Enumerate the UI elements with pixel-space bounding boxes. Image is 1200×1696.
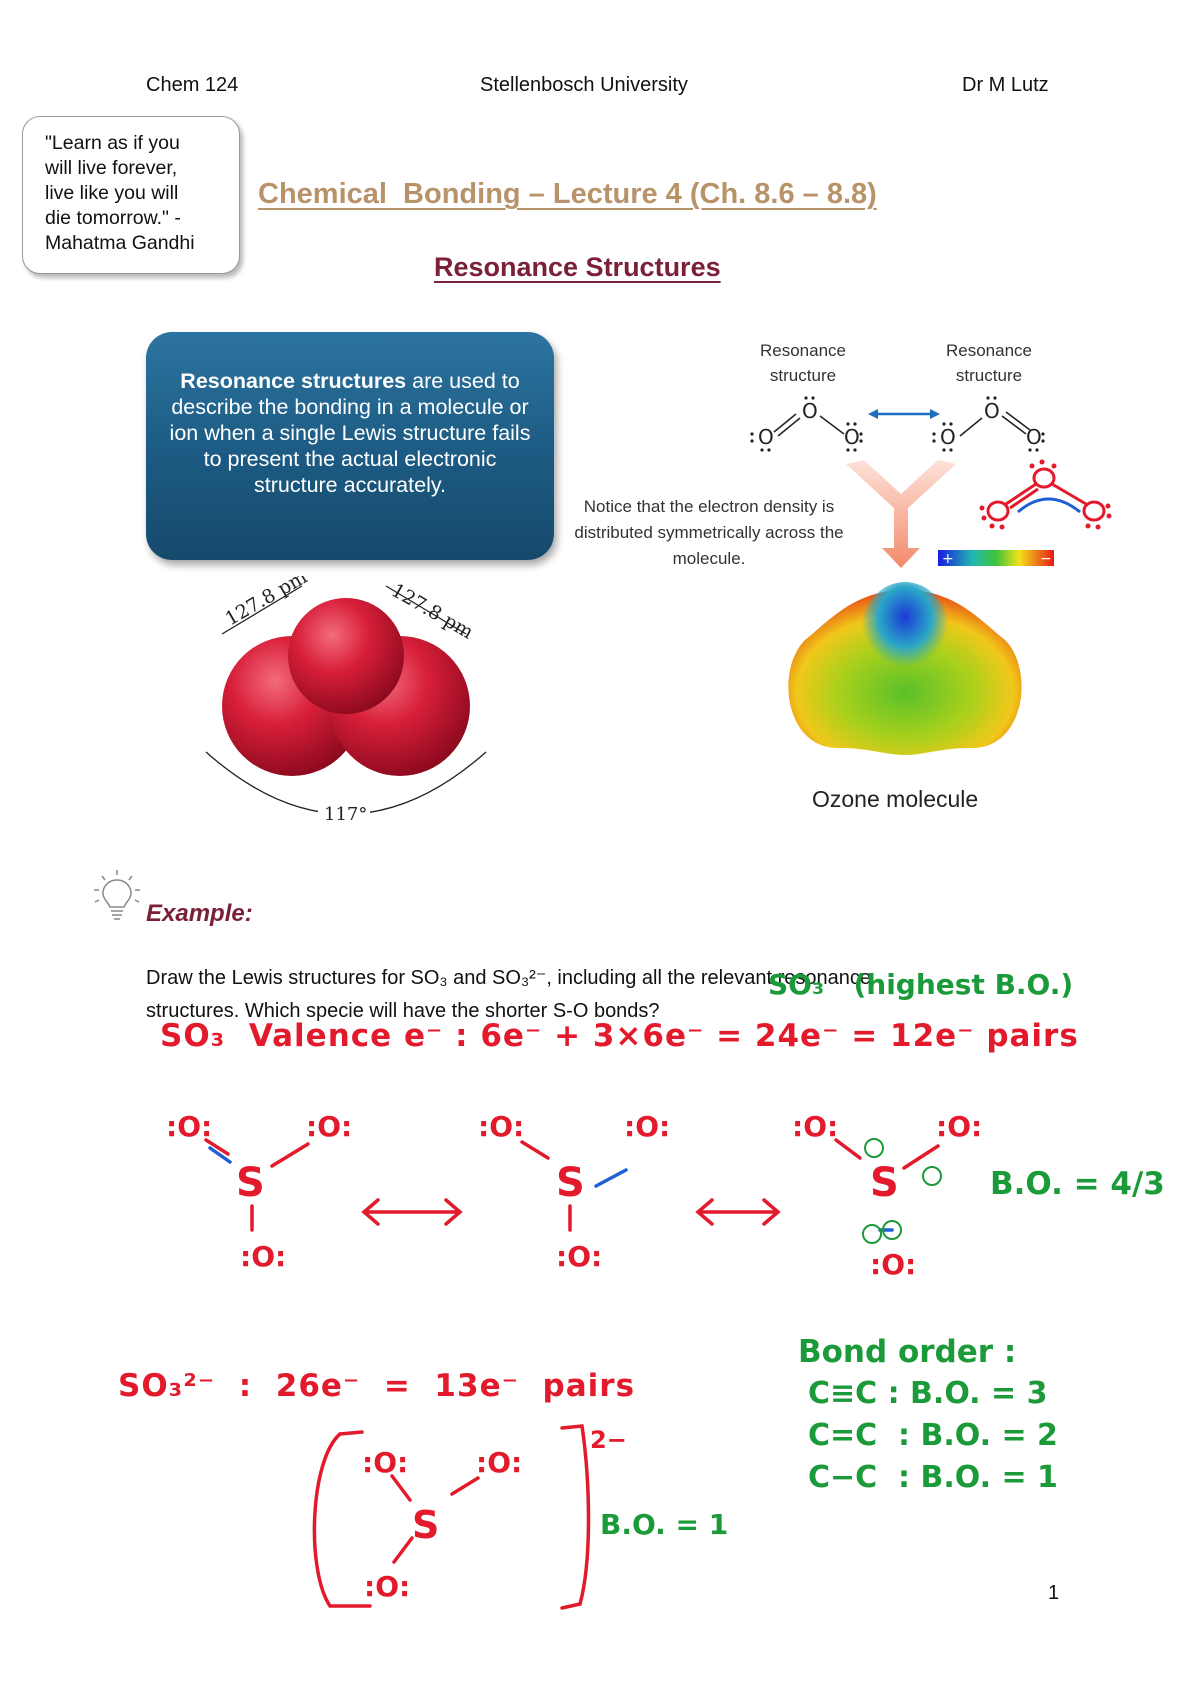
handwritten-so3-valence: SO₃ Valence e⁻ : 6e⁻ + 3×6e⁻ = 24e⁻ = 12… (160, 1018, 1079, 1054)
quote-line: "Learn as if you (45, 132, 180, 154)
so3-2-lewis-structure: :O: :O: S :O: (312, 1424, 591, 1610)
quote-line: will live forever, (45, 157, 178, 179)
sulfur-atom: S (870, 1160, 899, 1206)
resonance-label-line: Resonance (945, 341, 1032, 360)
handwritten-so3-2-count: SO₃²⁻ : 26e⁻ = 13e⁻ pairs (118, 1368, 636, 1404)
ozone-space-filling-model: 127.8 pm 127.8 pm 117° (205, 576, 487, 825)
handwritten-bond-order-line: C≡C : B.O. = 3 (808, 1376, 1048, 1411)
ozone-electron-density-map (788, 582, 1022, 755)
handwritten-bond-order-title: Bond order : (798, 1334, 1017, 1370)
example-question: Draw the Lewis structures for SO₃ and SO… (146, 962, 1006, 1028)
handwritten-bond-order-line: C=C : B.O. = 2 (808, 1418, 1058, 1453)
quote-line: Mahatma Gandhi (45, 232, 195, 254)
ozone-atom: O (844, 425, 860, 449)
scale-plus: + (942, 551, 954, 567)
ozone-resonance-diagram: O O O O O O (750, 396, 1045, 452)
bond-length-label: 127.8 pm (388, 579, 477, 643)
resonance-label-line: structure (955, 366, 1023, 385)
quote-line: die tomorrow." - (45, 207, 181, 229)
ozone-atom: O (1026, 425, 1042, 449)
oxygen-atom: :O: (240, 1240, 286, 1273)
definition-term: Resonance structures (180, 369, 407, 393)
oxygen-atom: :O: (624, 1110, 670, 1143)
ozone-atom: O (984, 399, 1000, 423)
section-title: Resonance Structures (434, 252, 721, 282)
question-line: Draw the Lewis structures for SO₃ and SO… (146, 967, 871, 989)
resonance-label-line: structure (769, 366, 837, 385)
ozone-atom: O (940, 425, 956, 449)
oxygen-atom: :O: (306, 1110, 352, 1143)
header-university: Stellenbosch University (480, 74, 688, 96)
so3-resonance-structures: S :O: :O: :O: S :O: :O: :O: S :O: :O: :O… (166, 1110, 982, 1281)
handwritten-charge: 2− (590, 1426, 627, 1454)
scale-minus: − (1040, 551, 1052, 567)
ozone-atom: O (758, 425, 774, 449)
oxygen-atom: :O: (792, 1110, 838, 1143)
quote-box: "Learn as if you will live forever, live… (22, 116, 240, 274)
oxygen-atom: :O: (166, 1110, 212, 1143)
sulfur-atom: S (236, 1160, 265, 1206)
question-line: structures. Which specie will have the s… (146, 1000, 660, 1022)
page-number: 1 (1048, 1582, 1060, 1604)
oxygen-atom: :O: (362, 1446, 408, 1479)
notice-text: Notice that the electron density is dist… (574, 497, 844, 568)
sulfur-atom: S (412, 1503, 439, 1547)
ozone-atom: O (802, 399, 818, 423)
handwritten-bond-order-line: C−C : B.O. = 1 (808, 1460, 1058, 1495)
resonance-label-left: Resonance structure (740, 338, 866, 388)
page-title: Chemical Bonding – Lecture 4 (Ch. 8.6 – … (258, 178, 877, 210)
resonance-label-right: Resonance structure (926, 338, 1052, 388)
header-lecturer: Dr M Lutz (962, 74, 1049, 96)
example-label: Example: (146, 900, 253, 927)
oxygen-atom: :O: (936, 1110, 982, 1143)
oxygen-atom: :O: (476, 1446, 522, 1479)
ozone-handdrawn-sketch (979, 459, 1112, 530)
handwritten-bo-one: B.O. = 1 (600, 1508, 729, 1541)
oxygen-atom: :O: (870, 1248, 916, 1281)
ozone-structure-right: O O O (932, 396, 1045, 452)
oxygen-atom: :O: (556, 1240, 602, 1273)
header-course: Chem 124 (146, 74, 239, 96)
resonance-arrow (868, 409, 940, 419)
electron-density-scale: + − (938, 550, 1054, 567)
oxygen-atom: :O: (478, 1110, 524, 1143)
bond-length-label: 127.8 pm (222, 576, 311, 630)
handwritten-bo-four-thirds: B.O. = 4/3 (990, 1166, 1165, 1202)
handwritten-so3-note: SO₃ (highest B.O.) (768, 968, 1074, 1001)
angle-label: 117° (324, 804, 367, 825)
funnel-arrow (846, 460, 956, 568)
definition-text: are used to describe the bonding in a mo… (169, 369, 531, 497)
lightbulb-icon (94, 870, 140, 920)
ozone-structure-left: O O O (750, 396, 863, 452)
ozone-caption: Ozone molecule (812, 786, 979, 812)
quote-line: live like you will (45, 182, 179, 204)
definition-box: Resonance structures are used to describ… (146, 332, 554, 560)
sulfur-atom: S (556, 1160, 585, 1206)
oxygen-atom: :O: (364, 1570, 410, 1603)
resonance-label-line: Resonance (759, 341, 846, 360)
